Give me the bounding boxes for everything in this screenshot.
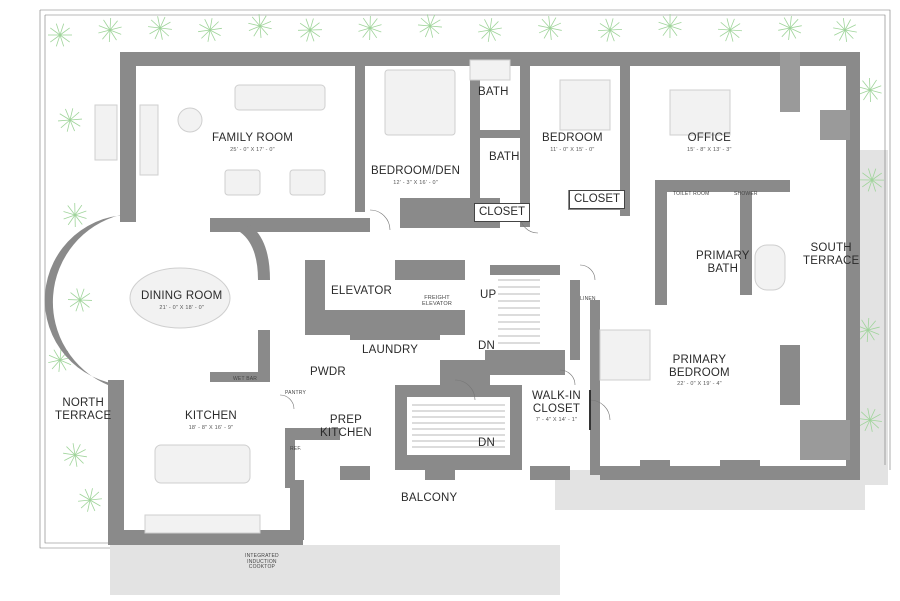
bedroom-label: BEDROOM 11' - 0" X 15' - 0" xyxy=(542,132,603,153)
kitchen-name: KITCHEN xyxy=(185,410,237,422)
primary-bedroom-label: PRIMARY BEDROOM 22' - 0" X 19' - 4" xyxy=(669,354,730,387)
kitchen-label: KITCHEN 18' - 8" X 16' - 9" xyxy=(185,410,237,431)
plant-icon xyxy=(63,202,87,228)
bedroom-den-dimensions: 12' - 3" X 16' - 0" xyxy=(393,179,438,186)
shower-name: SHOWER xyxy=(734,191,758,197)
freight-elevator-label: FREIGHT ELEVATOR xyxy=(422,295,452,307)
bath-upper-name: BATH xyxy=(478,86,509,98)
plant-icon xyxy=(538,16,562,40)
walk-in-closet-line2: CLOSET xyxy=(532,402,581,415)
plant-icon xyxy=(778,16,802,40)
powder-room-name: PWDR xyxy=(310,366,346,378)
bath-lower-name: BATH xyxy=(489,151,520,163)
plant-icon xyxy=(48,23,72,47)
south-terrace-label: SOUTH TERRACE xyxy=(803,242,859,267)
plant-icon xyxy=(67,288,93,312)
plant-icon xyxy=(658,13,682,39)
south-terrace-line2: TERRACE xyxy=(803,254,860,267)
cooktop-line1: INTEGRATED xyxy=(245,553,279,559)
primary-bath-label: PRIMARY BATH xyxy=(696,250,750,275)
north-terrace-label: NORTH TERRACE xyxy=(55,397,111,422)
elevator-name: ELEVATOR xyxy=(331,285,393,297)
stairs xyxy=(412,279,540,448)
plant-icon xyxy=(248,14,272,38)
plant-icon xyxy=(856,317,880,343)
plant-icon xyxy=(297,18,323,42)
cooktop-label: INTEGRATED INDUCTION COOKTOP xyxy=(245,553,279,571)
bedroom-dimensions: 11' - 0" X 15' - 0" xyxy=(550,146,595,153)
dining-room-name: DINING ROOM xyxy=(141,290,223,302)
plant-icon xyxy=(148,16,172,40)
office-dimensions: 15' - 8" X 13' - 3" xyxy=(687,146,732,153)
plant-icon xyxy=(859,168,885,192)
plant-icon xyxy=(58,108,82,132)
dining-room-dimensions: 21' - 0" X 18' - 0" xyxy=(159,304,205,311)
primary-bedroom-dimensions: 22' - 0" X 19' - 4" xyxy=(677,381,722,388)
cooktop-line2: INDUCTION xyxy=(247,558,277,565)
stair-up-label: UP xyxy=(480,289,497,301)
closet-center-name: CLOSET xyxy=(474,203,531,222)
family-room-dimensions: 25' - 0" X 17' - 0" xyxy=(230,146,275,153)
family-room-label: FAMILY ROOM 25' - 0" X 17' - 0" xyxy=(212,132,293,153)
family-room-name: FAMILY ROOM xyxy=(212,132,294,144)
prep-kitchen-label: PREP KITCHEN xyxy=(320,414,372,439)
plant-icon xyxy=(98,17,122,43)
terrace-plantings xyxy=(48,13,885,512)
refrigerator-label: REF. xyxy=(290,446,302,452)
office-label: OFFICE 15' - 8" X 13' - 3" xyxy=(687,132,732,153)
plant-icon xyxy=(198,18,222,42)
pantry-label: PANTRY xyxy=(285,390,307,396)
north-terrace-line1: NORTH xyxy=(62,397,105,409)
cooktop-line3: COOKTOP xyxy=(248,564,276,570)
plant-icon xyxy=(717,18,743,42)
primary-bath-line2: BATH xyxy=(707,262,739,275)
wet-bar-label: WET BAR xyxy=(233,376,258,382)
freight-elevator-line1: FREIGHT xyxy=(424,295,450,301)
plant-icon xyxy=(48,348,72,372)
kitchen-dimensions: 18' - 8" X 16' - 9" xyxy=(188,424,234,431)
freight-elevator-line2: ELEVATOR xyxy=(422,301,453,308)
prep-kitchen-line1: PREP xyxy=(329,414,362,426)
walk-in-closet-dimensions: 7' - 4" X 14' - 1" xyxy=(535,417,578,424)
south-terrace-line1: SOUTH xyxy=(810,242,852,254)
primary-bedroom-line1: PRIMARY xyxy=(672,354,727,366)
terrace-outline xyxy=(39,9,891,549)
furniture xyxy=(94,59,786,534)
primary-bath-line1: PRIMARY xyxy=(696,250,750,262)
balcony-name: BALCONY xyxy=(401,492,458,504)
plant-icon xyxy=(358,15,382,41)
plant-icon xyxy=(597,18,623,42)
toilet-room-name: TOILET ROOM xyxy=(673,191,710,197)
prep-kitchen-line2: KITCHEN xyxy=(320,426,372,439)
bedroom-name: BEDROOM xyxy=(542,132,603,144)
plant-icon xyxy=(478,18,502,42)
plant-icon xyxy=(858,408,882,432)
plant-icon xyxy=(418,14,442,38)
bedroom-den-name: BEDROOM/DEN xyxy=(371,165,461,177)
stair-down-label-lower: DN xyxy=(478,437,496,449)
plant-icon xyxy=(833,18,857,42)
north-terrace-line2: TERRACE xyxy=(55,409,112,422)
walk-in-closet-line1: WALK-IN xyxy=(532,390,581,402)
laundry-name: LAUNDRY xyxy=(362,344,419,356)
plant-icon xyxy=(78,488,102,512)
office-name: OFFICE xyxy=(687,132,732,144)
plant-icon xyxy=(63,443,87,467)
plant-icon xyxy=(858,77,882,103)
dining-room-label: DINING ROOM 21' - 0" X 18' - 0" xyxy=(141,290,222,311)
bedroom-den-label: BEDROOM/DEN 12' - 3" X 16' - 0" xyxy=(371,165,460,186)
walk-in-closet-label: WALK-IN CLOSET 7' - 4" X 14' - 1" xyxy=(532,390,581,423)
closet-bedroom-name: CLOSET xyxy=(569,190,626,209)
primary-bedroom-line2: BEDROOM xyxy=(669,366,730,379)
linen-label: LINEN xyxy=(580,296,596,302)
stair-down-label-upper: DN xyxy=(478,340,496,352)
